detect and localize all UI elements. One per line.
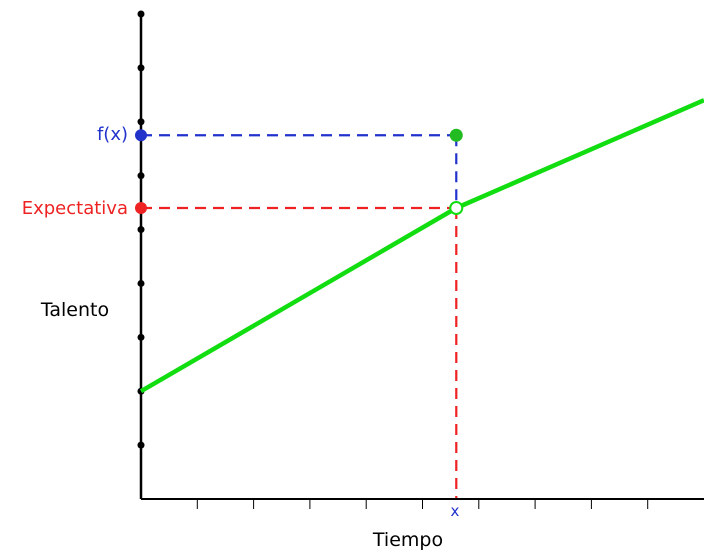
points — [135, 128, 464, 215]
y-tick — [137, 441, 145, 449]
talent-line — [139, 98, 704, 394]
y-tick — [137, 118, 145, 126]
y-tick — [137, 64, 145, 72]
expectativa-axis-point — [135, 202, 147, 214]
fx-point — [449, 128, 463, 142]
expectativa-label: Expectativa — [22, 198, 128, 219]
x-ticks — [196, 499, 649, 509]
y-ticks — [137, 10, 145, 449]
guide-lines — [141, 134, 458, 499]
y-tick — [137, 279, 145, 287]
x-axis-title: Tiempo — [372, 529, 443, 550]
x-marker-label: x — [451, 502, 460, 520]
fx-label: f(x) — [97, 124, 128, 145]
axes — [139, 14, 704, 500]
y-axis-title: Talento — [40, 299, 109, 321]
y-tick — [137, 10, 145, 18]
series — [139, 98, 704, 394]
y-tick — [137, 226, 145, 234]
expectativa-curve-point — [449, 201, 464, 215]
y-tick — [137, 172, 145, 180]
y-tick — [137, 333, 145, 341]
fx-axis-point — [135, 129, 147, 142]
